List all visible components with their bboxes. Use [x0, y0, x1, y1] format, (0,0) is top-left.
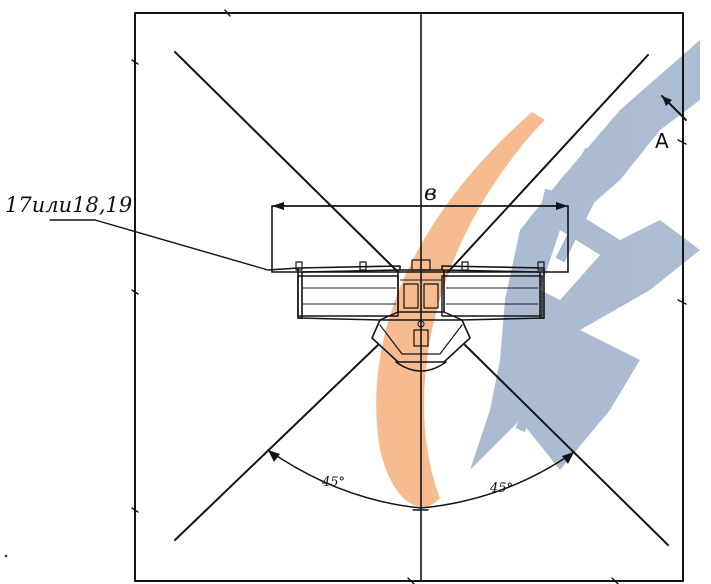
watermark-blue-shape [470, 40, 700, 470]
watermark-blue-lines [515, 147, 615, 443]
angle-arc-arrow-left [268, 450, 280, 462]
angle-arc-arrow-right [562, 452, 574, 464]
diagonal-line-top-left [174, 51, 399, 273]
outer-frame [134, 12, 684, 582]
angle-label-left: 45° [321, 475, 345, 490]
width-dimension-label: в [424, 181, 437, 206]
angle-arc-right [420, 451, 575, 509]
angle-label-right: 45° [489, 481, 513, 496]
top-plate [271, 205, 569, 273]
watermark-orange-arc [376, 112, 545, 507]
callout-label: 17или18,19 [5, 193, 132, 217]
diagonal-line-top-right [447, 54, 649, 273]
channel-left [295, 261, 401, 321]
view-label: A [655, 129, 669, 153]
diagonal-line-bottom-left [174, 344, 379, 541]
logo-watermark [376, 40, 700, 507]
frame-ticks [131, 9, 687, 584]
stray-mark [4, 554, 8, 558]
angle-arc-left [267, 449, 422, 509]
central-node [371, 259, 471, 372]
diagonal-line-bottom-right [464, 344, 669, 546]
callout-leader [49, 219, 299, 271]
view-arrow-a [661, 95, 687, 121]
